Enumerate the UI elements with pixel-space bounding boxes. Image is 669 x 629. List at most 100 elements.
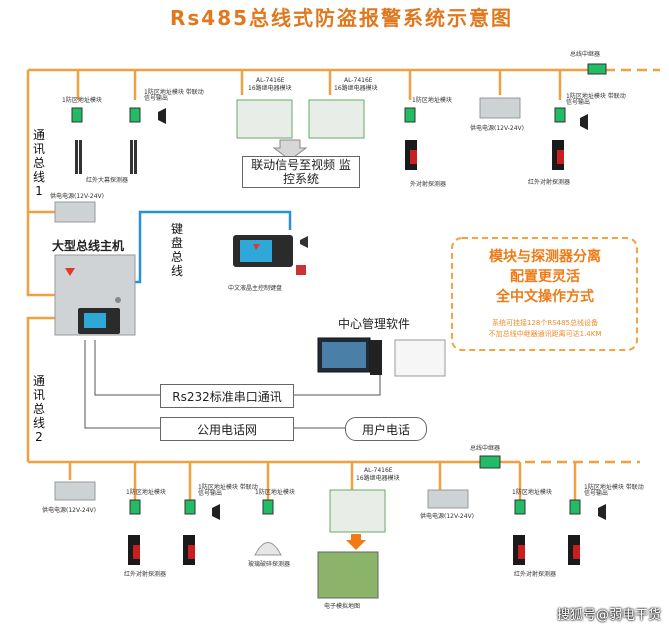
beam-detector-b3-red bbox=[518, 545, 525, 559]
beam-detector-top-2-red bbox=[557, 150, 564, 164]
bottom-devices bbox=[54, 455, 606, 599]
top-beam2-label: 红外对射探测器 bbox=[528, 179, 571, 186]
beam-detector-b4-red bbox=[573, 545, 580, 559]
power-supply-top bbox=[479, 97, 521, 119]
curtain-detector-label: 红外大幕探测器 bbox=[86, 177, 129, 184]
curtain-detector-a bbox=[75, 140, 78, 174]
keyboard-bus-line bbox=[130, 210, 292, 284]
bottom-power1-label: 供电电源(12V-24V) bbox=[42, 507, 96, 514]
callout-line1: 模块与探测器分离 bbox=[489, 249, 601, 265]
top-repeater-label: 总线中继器 bbox=[570, 51, 601, 58]
left-power-label: 供电电源(12V-24V) bbox=[50, 193, 104, 200]
bottom-beam2-label: 红外对射探测器 bbox=[514, 571, 557, 578]
addr-module-b1-icon bbox=[129, 499, 141, 515]
glass-break-detector bbox=[254, 542, 282, 556]
rs232-box: Rs232标准串口通讯 bbox=[160, 384, 294, 408]
addr-module-3-icon bbox=[404, 107, 416, 123]
bottom-siren-icon bbox=[212, 504, 220, 520]
bottom-module4-label: 1防区地址模块 bbox=[512, 489, 552, 496]
keypad-strobe-icon bbox=[296, 265, 306, 275]
bottom-module5-label: 1防区地址模块 带联动信号输出 bbox=[584, 484, 644, 497]
relay-module-bottom bbox=[329, 489, 386, 533]
beam-detector-b1-red bbox=[133, 545, 140, 559]
bottom-down-arrow-icon bbox=[346, 534, 366, 550]
software-computer bbox=[317, 337, 446, 377]
addr-module-b2-icon bbox=[184, 499, 196, 515]
curtain-detector-b bbox=[79, 140, 82, 174]
beam-detector-b2-red bbox=[188, 545, 195, 559]
relay-module-a bbox=[236, 99, 293, 139]
callout-line3: 全中文操作方式 bbox=[496, 289, 594, 305]
bottom-right-siren-icon bbox=[598, 504, 606, 520]
bus1-label: 通讯总线1 bbox=[32, 128, 45, 198]
addr-module-b3-icon bbox=[262, 499, 274, 515]
watermark: 搜狐号@弱电干货 bbox=[556, 608, 661, 623]
host-label: 大型总线主机 bbox=[52, 239, 125, 253]
callout-note1: 系统可挂接128个RS485总线设备 bbox=[491, 319, 599, 327]
software-label: 中心管理软件 bbox=[338, 317, 411, 331]
callout-line2: 配置更灵活 bbox=[510, 269, 580, 285]
keypad-logo-icon bbox=[253, 244, 260, 250]
diagram-title: Rs485总线式防盗报警系统示意图 bbox=[170, 6, 514, 30]
top-module3-label: 1防区地址模块 bbox=[412, 97, 452, 104]
lcd-keypad bbox=[233, 235, 308, 275]
callout-box bbox=[451, 237, 638, 351]
addr-module-4-icon bbox=[554, 107, 566, 123]
top-devices bbox=[71, 63, 607, 174]
addr-module-b5-icon bbox=[569, 499, 581, 515]
host-panel bbox=[54, 254, 136, 336]
linkage-video-box: 联动信号至视频 监控系统 bbox=[242, 156, 360, 188]
bottom-relay-label: 16路继电器模块 bbox=[356, 475, 400, 482]
bottom-map-label: 电子模拟地图 bbox=[324, 603, 361, 610]
emap-image bbox=[317, 551, 379, 599]
bottom-repeater-icon bbox=[479, 455, 501, 469]
wire-rs232-right bbox=[292, 372, 381, 396]
addr-module-1-icon bbox=[71, 107, 83, 123]
relay-b-label: 16路继电器模块 bbox=[334, 85, 378, 92]
bottom-beam1-label: 红外对射探测器 bbox=[124, 571, 167, 578]
user-phone-box: 用户电话 bbox=[345, 417, 427, 441]
wire-to-pstn bbox=[84, 340, 160, 429]
power-supply-left bbox=[54, 201, 96, 223]
top-repeater-icon bbox=[587, 63, 607, 75]
curtain-detector-d bbox=[134, 140, 137, 174]
top-beam1-label: 外对射探测器 bbox=[410, 181, 447, 188]
wire-to-software bbox=[94, 340, 160, 396]
bottom-glass-label: 玻璃破碎探测器 bbox=[248, 561, 291, 568]
addr-module-b4-icon bbox=[514, 499, 526, 515]
addr-module-2-icon bbox=[129, 107, 141, 123]
bottom-module3-label: 1防区地址模块 bbox=[255, 489, 295, 496]
host-wires bbox=[84, 340, 381, 429]
relay-a-code: AL-7416E bbox=[256, 77, 285, 84]
power-supply-bottom-1 bbox=[54, 481, 96, 501]
beam-detector-top-1-red bbox=[410, 150, 417, 164]
curtain-detector-c bbox=[130, 140, 133, 174]
bus2-label: 通讯总线2 bbox=[32, 374, 45, 444]
host-screen bbox=[84, 313, 106, 328]
host-lock-icon bbox=[115, 297, 121, 303]
power-supply-bottom-2 bbox=[427, 489, 469, 509]
relay-b-code: AL-7416E bbox=[344, 77, 373, 84]
pstn-box: 公用电话网 bbox=[160, 417, 294, 441]
keyboard-bus-label: 键盘总线 bbox=[170, 222, 183, 278]
top-siren-icon bbox=[158, 108, 166, 124]
bus-lines bbox=[26, 68, 660, 500]
right-siren-icon bbox=[580, 114, 588, 130]
top-module1-label: 1防区地址模块 bbox=[62, 97, 102, 104]
bus1-left-riser bbox=[26, 70, 55, 297]
bus2-left-riser bbox=[26, 316, 55, 462]
bottom-relay-code: AL-7416E bbox=[364, 467, 393, 474]
host-logo-icon bbox=[65, 268, 75, 276]
keypad-label: 中文液晶主控制键盘 bbox=[228, 285, 283, 292]
top-power-label: 供电电源(12V-24V) bbox=[470, 125, 524, 132]
bottom-power2-label: 供电电源(12V-24V) bbox=[420, 513, 474, 520]
bottom-module2-label: 1防区地址模块 带联动信号输出 bbox=[198, 484, 258, 497]
callout-note2: 不加总线中继器通讯距离可达1.4KM bbox=[488, 330, 602, 338]
down-arrow-icon bbox=[272, 139, 308, 161]
relay-module-b bbox=[308, 99, 365, 139]
relay-a-label: 16路继电器模块 bbox=[248, 85, 292, 92]
bottom-repeater-label: 总线中继器 bbox=[470, 445, 501, 452]
bottom-module1-label: 1防区地址模块 bbox=[126, 489, 166, 496]
top-module4-label: 1防区地址模块 带联动信号输出 bbox=[566, 93, 626, 106]
